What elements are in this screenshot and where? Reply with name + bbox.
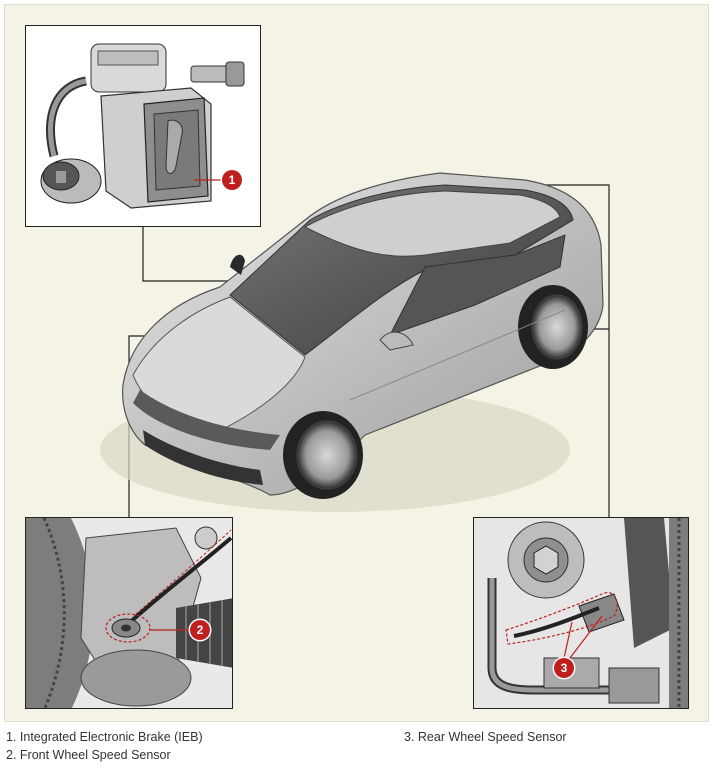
car-illustration xyxy=(100,172,604,512)
callout-front-sensor: 2 xyxy=(190,620,210,640)
legend: 1. Integrated Electronic Brake (IEB) 2. … xyxy=(4,730,709,778)
rear-wheel-sensor-illustration xyxy=(474,518,688,708)
front-sensor-inset: 2 xyxy=(25,517,233,709)
callout-rear-sensor: 3 xyxy=(554,658,574,678)
ieb-inset: 1 xyxy=(25,25,261,227)
legend-item-2: 2. Front Wheel Speed Sensor xyxy=(6,748,171,762)
diagram-figure: 1 2 xyxy=(4,4,709,722)
legend-item-1: 1. Integrated Electronic Brake (IEB) xyxy=(6,730,203,744)
rear-sensor-inset: 3 xyxy=(473,517,689,709)
ieb-module-illustration xyxy=(26,26,260,226)
front-wheel-sensor-illustration xyxy=(26,518,232,708)
legend-item-3: 3. Rear Wheel Speed Sensor xyxy=(404,730,567,744)
callout-ieb: 1 xyxy=(222,170,242,190)
